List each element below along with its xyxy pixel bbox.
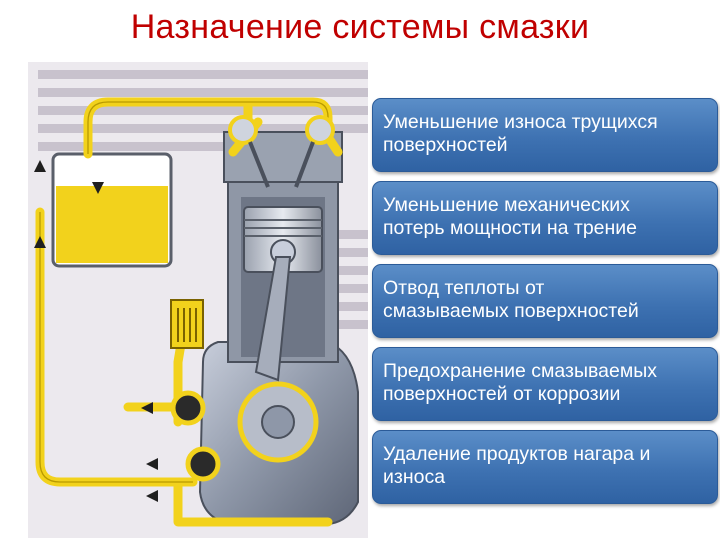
function-text-line2: потерь мощности на трение xyxy=(383,217,711,240)
function-text-line2: износа xyxy=(383,466,711,489)
oil-pump-lower xyxy=(188,449,218,479)
function-text-line2: смазываемых поверхностей xyxy=(383,300,711,323)
oil-pump-upper xyxy=(173,393,203,423)
function-text-line2: поверхностей xyxy=(383,134,711,157)
function-box-wear-reduction: Уменьшение износа трущихся поверхностей xyxy=(372,98,718,172)
camshaft-right xyxy=(307,117,333,143)
function-text-line1: Уменьшение механических xyxy=(383,194,711,217)
function-text-line1: Удаление продуктов нагара и xyxy=(383,443,711,466)
camshaft-left xyxy=(230,117,256,143)
function-text-line1: Уменьшение износа трущихся xyxy=(383,111,711,134)
function-box-friction-loss: Уменьшение механических потерь мощности … xyxy=(372,181,718,255)
engine-lubrication-diagram-icon xyxy=(28,62,390,538)
function-box-corrosion-protection: Предохранение смазываемых поверхностей о… xyxy=(372,347,718,421)
function-text-line2: поверхностей от коррозии xyxy=(383,383,711,406)
function-box-deposit-removal: Удаление продуктов нагара и износа xyxy=(372,430,718,504)
function-box-heat-removal: Отвод теплоты от смазываемых поверхносте… xyxy=(372,264,718,338)
oil-filter xyxy=(171,300,203,348)
function-text-line1: Предохранение смазываемых xyxy=(383,360,711,383)
slide-title: Назначение системы смазки xyxy=(0,8,720,47)
function-text-line1: Отвод теплоты от xyxy=(383,277,711,300)
